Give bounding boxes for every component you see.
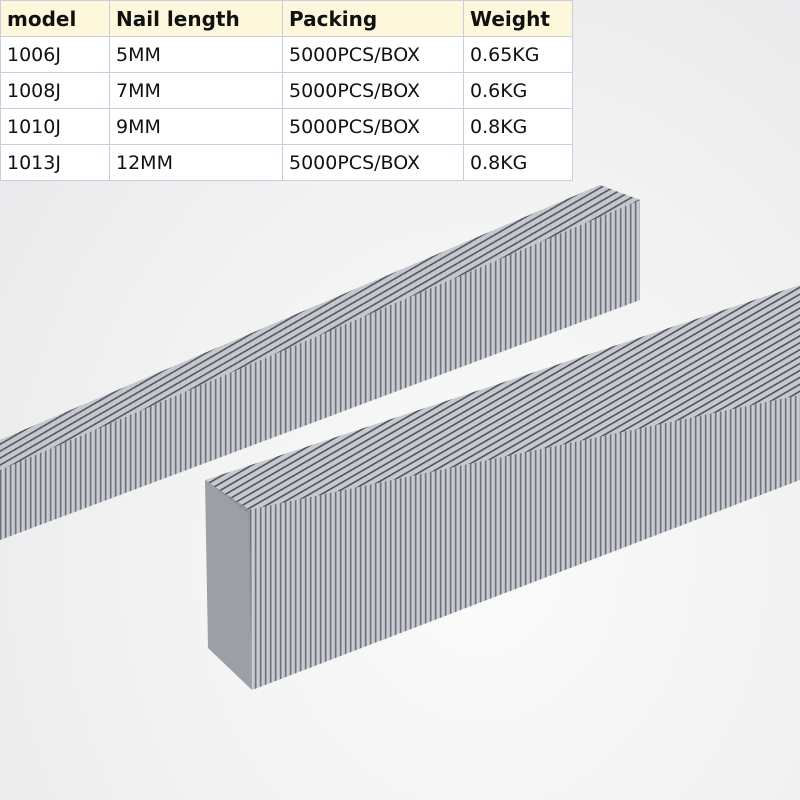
spec-table: model Nail length Packing Weight 1006J 5… xyxy=(0,0,573,181)
table-row: 1010J 9MM 5000PCS/BOX 0.8KG xyxy=(0,108,573,145)
header-packing: Packing xyxy=(282,0,464,37)
table-header-row: model Nail length Packing Weight xyxy=(0,0,573,37)
table-row: 1013J 12MM 5000PCS/BOX 0.8KG xyxy=(0,144,573,181)
cell-weight: 0.8KG xyxy=(463,108,573,145)
cell-packing: 5000PCS/BOX xyxy=(282,144,464,181)
header-weight: Weight xyxy=(463,0,573,37)
cell-packing: 5000PCS/BOX xyxy=(282,72,464,109)
cell-packing: 5000PCS/BOX xyxy=(282,108,464,145)
header-nail-length: Nail length xyxy=(109,0,283,37)
cell-weight: 0.8KG xyxy=(463,144,573,181)
cell-nail-length: 9MM xyxy=(109,108,283,145)
staple-strip-back xyxy=(0,185,640,540)
cell-model: 1006J xyxy=(0,36,110,73)
cell-model: 1013J xyxy=(0,144,110,181)
table-row: 1006J 5MM 5000PCS/BOX 0.65KG xyxy=(0,36,573,73)
table-row: 1008J 7MM 5000PCS/BOX 0.6KG xyxy=(0,72,573,109)
cell-nail-length: 12MM xyxy=(109,144,283,181)
cell-model: 1008J xyxy=(0,72,110,109)
header-model: model xyxy=(0,0,110,37)
staple-strip-front xyxy=(205,285,800,690)
cell-model: 1010J xyxy=(0,108,110,145)
cell-weight: 0.6KG xyxy=(463,72,573,109)
cell-packing: 5000PCS/BOX xyxy=(282,36,464,73)
cell-nail-length: 5MM xyxy=(109,36,283,73)
cell-nail-length: 7MM xyxy=(109,72,283,109)
cell-weight: 0.65KG xyxy=(463,36,573,73)
